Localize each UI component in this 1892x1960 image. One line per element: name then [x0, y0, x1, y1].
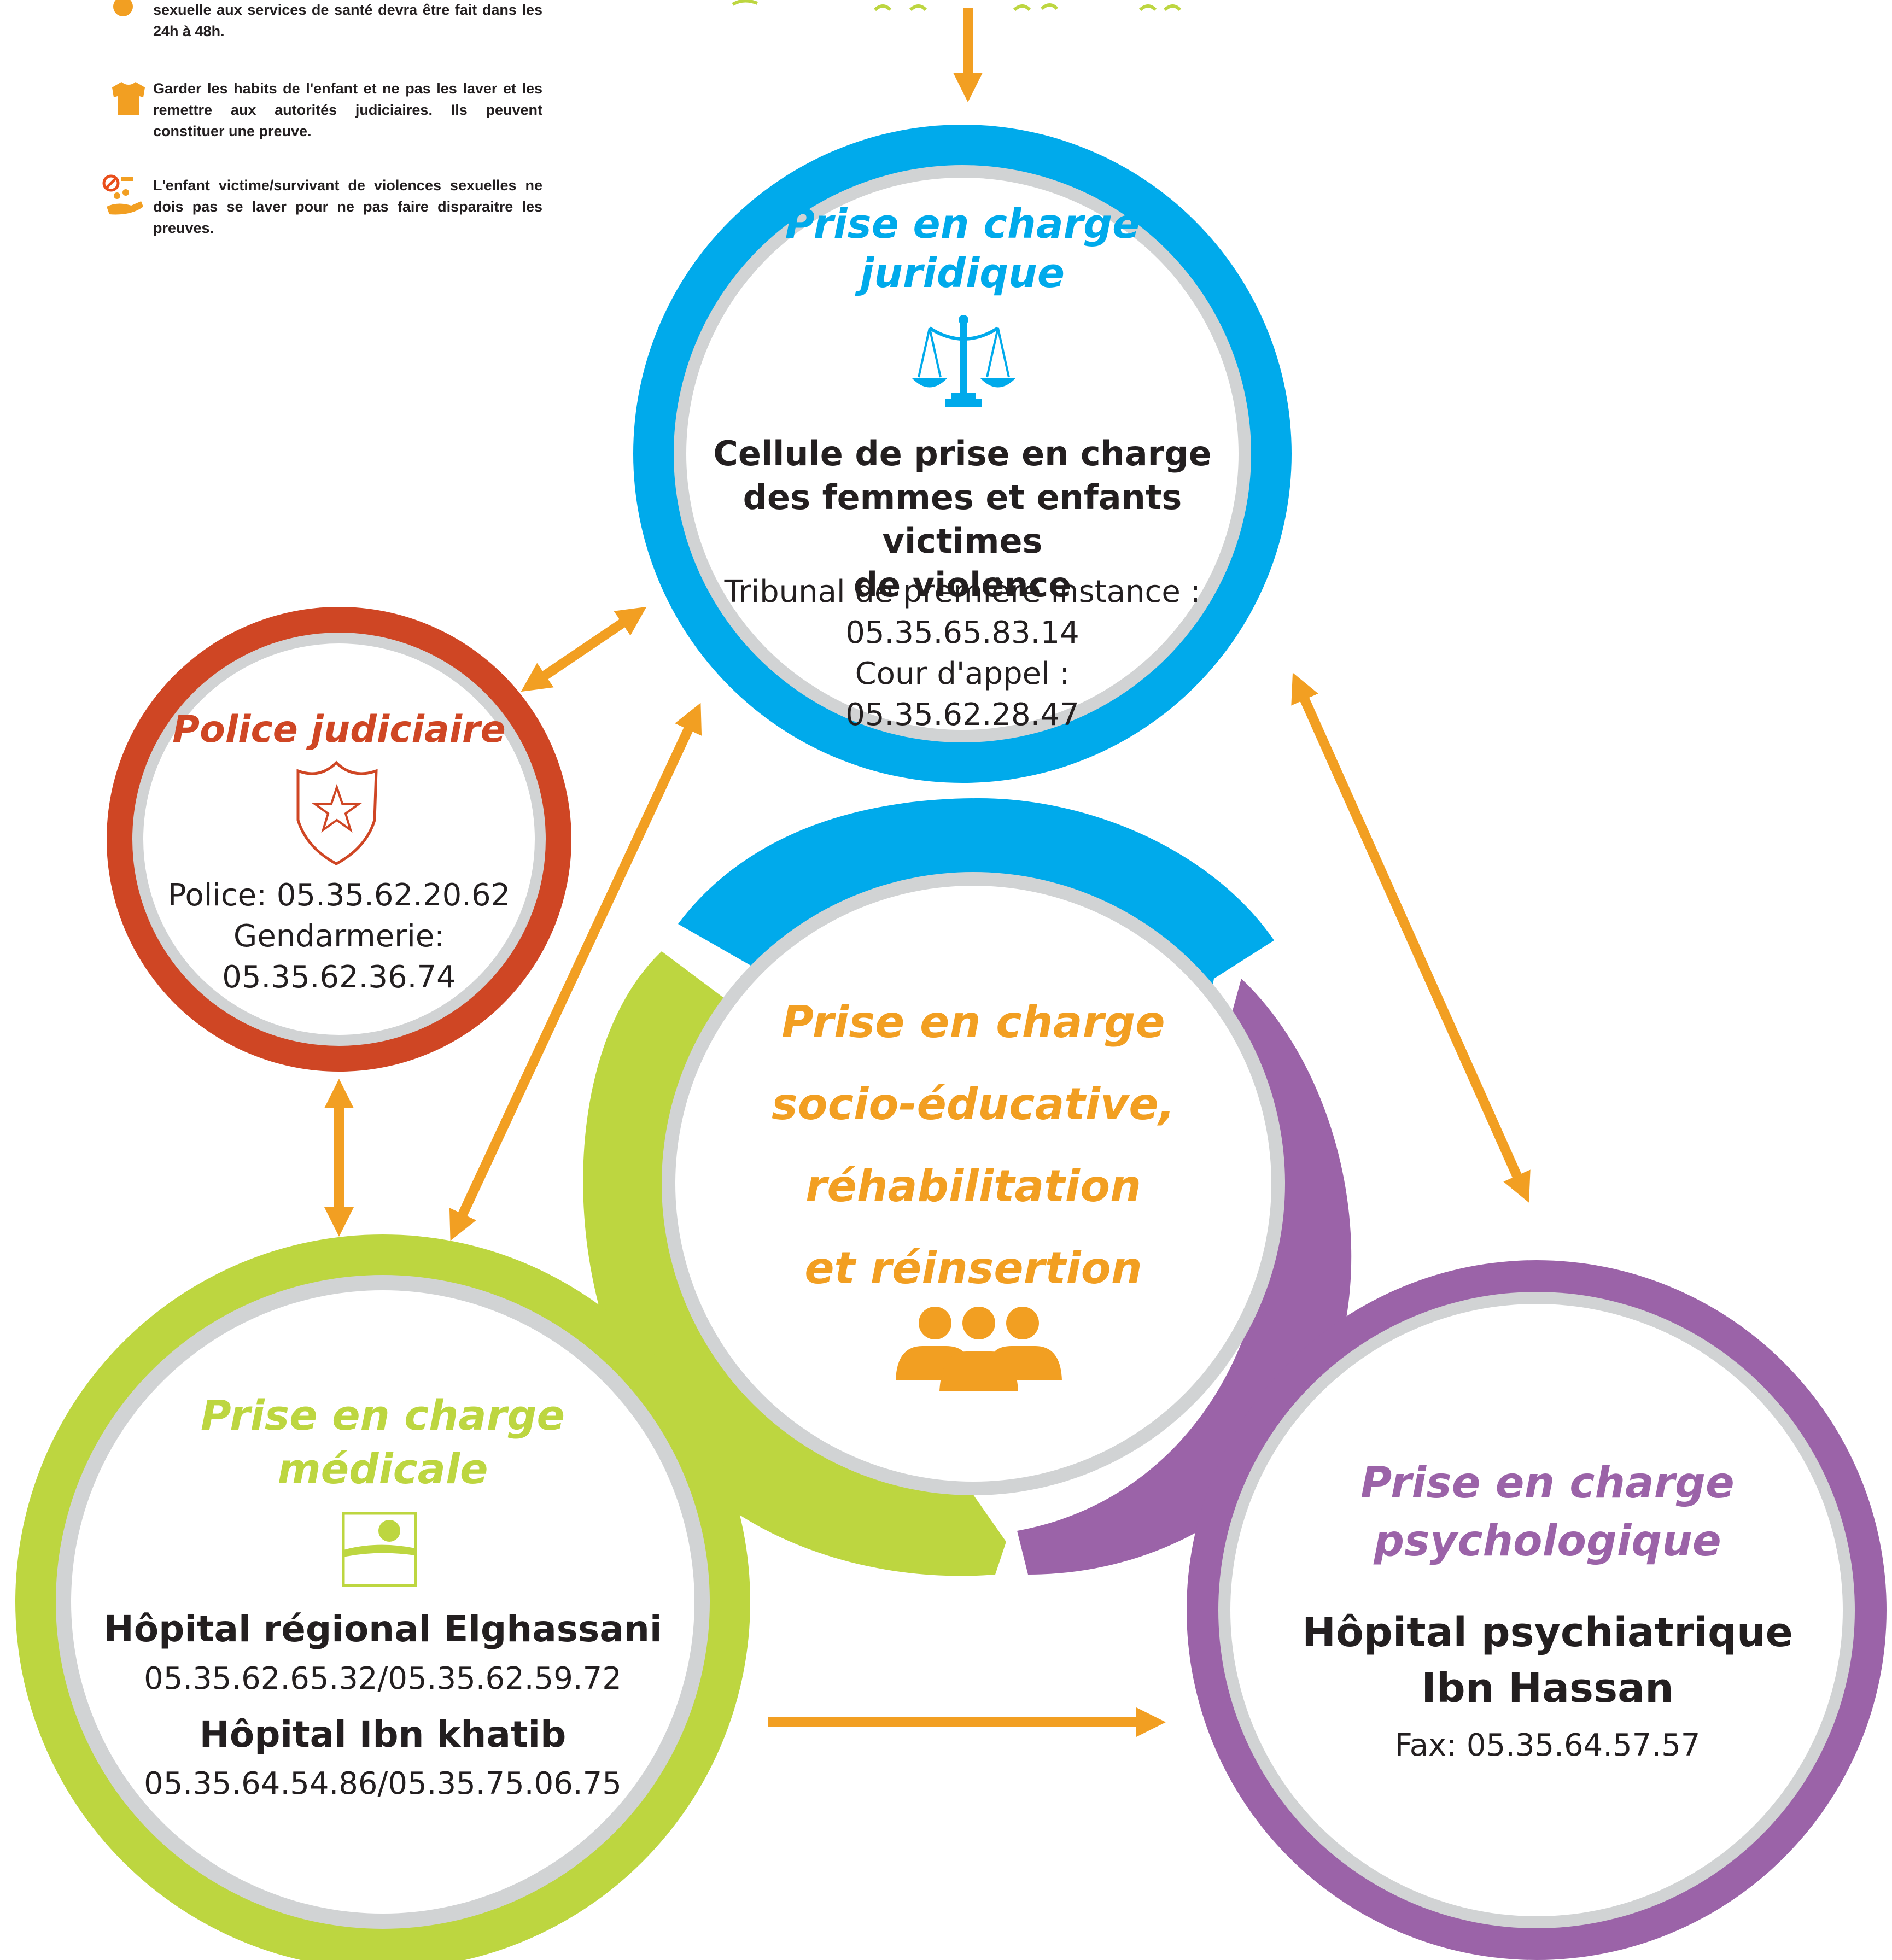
- psycho-fax: Fax: 05.35.64.57.57: [1394, 1728, 1701, 1763]
- psycho-title: Prise en charge psychologique: [1360, 1459, 1735, 1566]
- scales-icon: [912, 315, 1015, 407]
- medicale-title: Prise en charge médicale: [200, 1391, 565, 1493]
- medicale-circle: [15, 1234, 750, 1960]
- socio-circle: [662, 872, 1285, 1495]
- medicale-hospital1: Hôpital régional Elghassani: [103, 1608, 662, 1650]
- medicale-hospital2: Hôpital Ibn khatib: [199, 1713, 567, 1756]
- juridique-contacts: Tribunal de première instance : 05.35.65…: [724, 574, 1201, 733]
- instruction-no-washing-text: L'enfant victime/survivant de violences …: [153, 177, 542, 236]
- psycho-circle: [1187, 1260, 1887, 1960]
- juridique-circle: [633, 125, 1292, 783]
- socio-title: Prise en charge socio-éducative, réhabil…: [772, 997, 1175, 1294]
- instruction-clothes-text: Garder les habits de l'enfant et ne pas …: [153, 80, 542, 139]
- instruction-medical-text: sexuelle aux services de santé devra êtr…: [153, 2, 542, 39]
- medicale-hospital2-phones: 05.35.64.54.86/05.35.75.06.75: [144, 1766, 622, 1801]
- tshirt-icon: [112, 82, 145, 115]
- no-washing-icon: [102, 174, 143, 215]
- police-contacts: Police: 05.35.62.20.62 Gendarmerie: 05.3…: [167, 877, 511, 995]
- arrow-juridique-psycho: [1291, 672, 1531, 1203]
- psycho-hospital: Hôpital psychiatrique Ibn Hassan: [1302, 1609, 1793, 1712]
- juridique-title: Prise en charge juridique: [785, 201, 1140, 297]
- medical-card-icon: [342, 1512, 417, 1587]
- police-circle: [107, 607, 571, 1072]
- police-badge-icon: [296, 760, 378, 865]
- top-figures-decoration: [732, 0, 1182, 11]
- arrow-medicale-juridique: [449, 703, 702, 1241]
- group-people-icon: [896, 1307, 1062, 1391]
- medicale-hospital1-phones: 05.35.62.65.32/05.35.62.59.72: [144, 1661, 622, 1696]
- clock-icon: [113, 0, 133, 16]
- arrow-police-juridique: [521, 606, 647, 692]
- juridique-cell-name: Cellule de prise en charge des femmes et…: [713, 434, 1212, 605]
- police-title: Police judiciaire: [172, 708, 506, 751]
